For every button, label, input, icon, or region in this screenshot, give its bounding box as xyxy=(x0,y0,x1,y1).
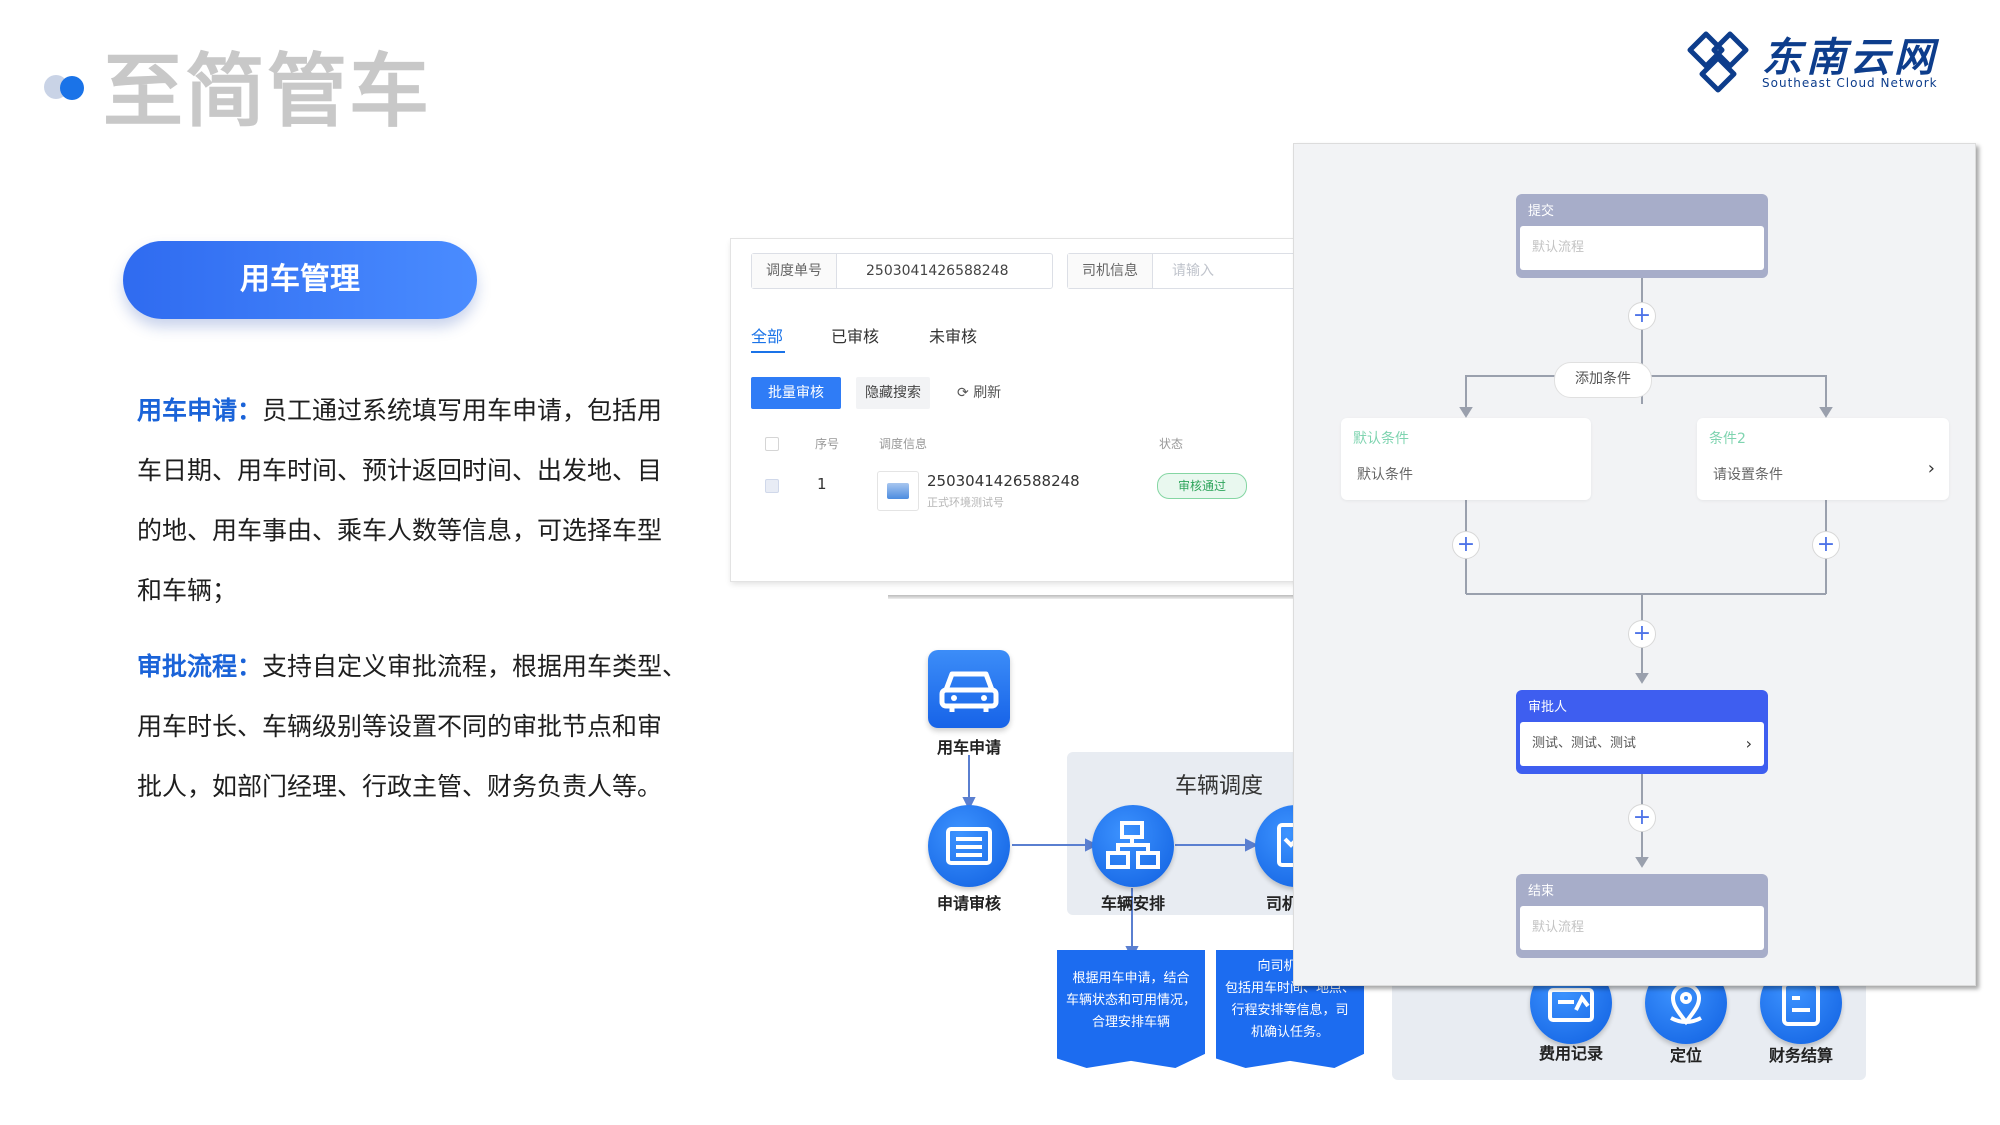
approval-flow-panel: 提交 默认流程 + 添加条件 默认条件 默认条件 条件2 请设置条件 › + +… xyxy=(1293,143,1976,986)
dispatch-table-card: 调度单号 2503041426588248 司机信息 请输入 全部 已审核 未审… xyxy=(731,239,1301,581)
approver-node-title: 审批人 xyxy=(1528,700,1568,715)
col-index: 序号 xyxy=(815,437,840,451)
add-node-button[interactable]: + xyxy=(1628,302,1656,330)
refresh-label: 刷新 xyxy=(973,385,1002,401)
paragraph-approval: 审批流程：支持自定义审批流程，根据用车类型、 用车时长、车辆级别等设置不同的审批… xyxy=(137,637,697,817)
paragraph-approval-line: 用车时长、车辆级别等设置不同的审批节点和审 xyxy=(137,712,663,741)
submit-node[interactable]: 提交 默认流程 xyxy=(1516,194,1768,278)
condition-2-body: 请设置条件 xyxy=(1713,467,1783,483)
select-all-checkbox[interactable] xyxy=(765,437,779,451)
note-arrange-line: 根据用车申请，结合 xyxy=(1072,971,1190,986)
tab-unreviewed[interactable]: 未审核 xyxy=(929,327,978,346)
paragraph-apply-line: 的地、用车事由、乘车人数等信息，可选择车型 xyxy=(137,516,663,545)
driver-label: 司机 xyxy=(1265,894,1298,913)
paragraph-approval-highlight: 审批流程： xyxy=(137,652,263,681)
paragraph-apply: 用车申请：员工通过系统填写用车申请，包括用 车日期、用车时间、预计返回时间、出发… xyxy=(137,381,697,621)
add-node-button[interactable]: + xyxy=(1452,531,1480,559)
list-icon xyxy=(928,805,1010,887)
section-pill: 用车管理 xyxy=(123,241,477,319)
end-node-body: 默认流程 xyxy=(1520,906,1764,950)
expense-label: 费用记录 xyxy=(1538,1044,1603,1063)
driver-info-label: 司机信息 xyxy=(1068,254,1153,288)
dispatch-no-field[interactable]: 调度单号 2503041426588248 xyxy=(751,253,1053,289)
condition-default-title: 默认条件 xyxy=(1353,431,1409,447)
logo-text-en: Southeast Cloud Network xyxy=(1762,76,1938,90)
dispatch-no-value: 2503041426588248 xyxy=(866,263,1009,279)
arrange-label: 车辆安排 xyxy=(1100,894,1165,913)
card-shadow-divider xyxy=(888,595,1308,599)
row-checkbox[interactable] xyxy=(765,479,779,493)
approver-node[interactable]: 审批人 测试、测试、测试 › xyxy=(1516,690,1768,774)
org-chart-icon xyxy=(1092,805,1174,887)
condition-2-card[interactable]: 条件2 请设置条件 › xyxy=(1697,418,1949,500)
paragraph-apply-line: 车日期、用车时间、预计返回时间、出发地、目 xyxy=(137,456,663,485)
paragraph-apply-line: 和车辆； xyxy=(137,576,238,605)
add-node-button[interactable]: + xyxy=(1628,620,1656,648)
add-node-button[interactable]: + xyxy=(1628,804,1656,832)
paragraph-approval-line: 支持自定义审批流程，根据用车类型、 xyxy=(262,652,688,681)
batch-review-button[interactable]: 批量审核 xyxy=(751,377,841,409)
paragraph-approval-line: 批人，如部门经理、行政主管、财务负责人等。 xyxy=(137,772,663,801)
page-title: 至简管车 xyxy=(103,45,431,138)
note-arrange-line: 车辆状态和可用情况， xyxy=(1065,993,1196,1008)
paragraph-apply-highlight: 用车申请： xyxy=(137,396,263,425)
submit-node-body: 默认流程 xyxy=(1520,226,1764,270)
approver-node-value: 测试、测试、测试 xyxy=(1532,736,1637,751)
location-label: 定位 xyxy=(1669,1046,1702,1065)
row-dispatch-sub: 正式环境测试号 xyxy=(927,496,1004,509)
file-icon xyxy=(877,471,919,511)
col-dispatch-info: 调度信息 xyxy=(879,437,928,451)
hide-search-button[interactable]: 隐藏搜索 xyxy=(856,377,930,409)
note-driver-line: 机确认任务。 xyxy=(1250,1025,1329,1040)
condition-default-body: 默认条件 xyxy=(1357,467,1413,483)
paragraph-apply-line: 员工通过系统填写用车申请，包括用 xyxy=(262,396,663,425)
car-icon xyxy=(928,650,1010,728)
note-arrange-line: 合理安排车辆 xyxy=(1091,1015,1170,1030)
tab-reviewed[interactable]: 已审核 xyxy=(831,327,880,346)
driver-info-placeholder: 请输入 xyxy=(1172,263,1214,279)
chevron-right-icon: › xyxy=(1927,458,1935,479)
row-dispatch-no: 2503041426588248 xyxy=(927,472,1080,490)
note-arrange: 根据用车申请，结合 车辆状态和可用情况， 合理安排车辆 xyxy=(1057,950,1205,1068)
submit-node-title: 提交 xyxy=(1528,204,1555,219)
dispatch-title: 车辆调度 xyxy=(1175,774,1264,799)
finance-label: 财务结算 xyxy=(1768,1046,1833,1065)
end-node[interactable]: 结束 默认流程 xyxy=(1516,874,1768,958)
note-driver-line: 行程安排等信息，司 xyxy=(1231,1003,1349,1018)
tab-all[interactable]: 全部 xyxy=(751,327,784,346)
driver-info-field[interactable]: 司机信息 请输入 xyxy=(1067,253,1301,289)
condition-2-title: 条件2 xyxy=(1709,431,1746,447)
review-label: 申请审核 xyxy=(936,894,1001,913)
add-condition-button[interactable]: 添加条件 xyxy=(1554,362,1652,398)
add-node-button[interactable]: + xyxy=(1812,531,1840,559)
dispatch-no-label: 调度单号 xyxy=(752,254,837,288)
row-index: 1 xyxy=(817,475,827,493)
refresh-button[interactable]: ⟳ 刷新 xyxy=(957,377,1001,409)
tab-active-underline xyxy=(751,351,785,353)
logo-icon xyxy=(1687,31,1749,93)
refresh-icon: ⟳ xyxy=(957,385,969,401)
status-badge: 审核通过 xyxy=(1157,473,1247,499)
col-status: 状态 xyxy=(1159,437,1184,451)
approver-node-body: 测试、测试、测试 › xyxy=(1520,722,1764,766)
chevron-right-icon: › xyxy=(1745,734,1752,753)
condition-default-card[interactable]: 默认条件 默认条件 xyxy=(1341,418,1591,500)
title-dot-blue xyxy=(60,76,84,100)
end-node-title: 结束 xyxy=(1528,884,1555,899)
apply-label: 用车申请 xyxy=(936,738,1001,757)
logo-text-cn: 东南云网 xyxy=(1762,34,1938,81)
